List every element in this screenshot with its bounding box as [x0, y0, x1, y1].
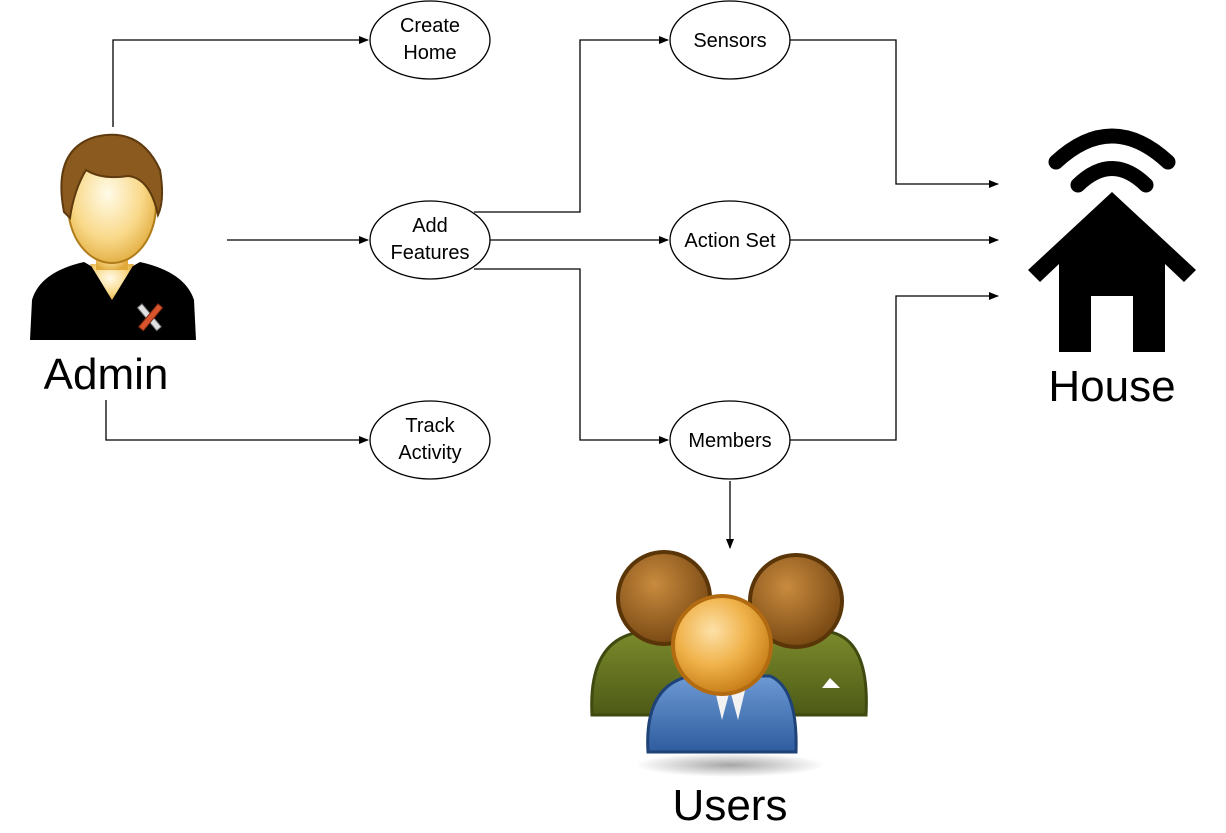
node-create-home[interactable]: Create Home: [369, 0, 491, 80]
node-track-activity[interactable]: Track Activity: [369, 400, 491, 480]
admin-label: Admin: [44, 350, 169, 399]
user-group-icon: [590, 550, 868, 777]
users-label: Users: [673, 781, 788, 830]
node-add-features[interactable]: Add Features: [369, 200, 491, 280]
node-members-label: Members: [688, 430, 771, 452]
admin-person-icon: [30, 133, 196, 340]
edge-admin-track-activity: [105, 400, 369, 444]
node-track-activity-line2: Activity: [398, 442, 461, 464]
edge-add-features-sensors: [474, 36, 669, 213]
node-create-home-line2: Home: [403, 42, 456, 64]
node-action-set[interactable]: Action Set: [669, 200, 791, 280]
node-create-home-line1: Create: [400, 15, 460, 37]
edge-members-house: [790, 292, 999, 441]
house-label: House: [1048, 362, 1175, 411]
edge-sensors-house: [790, 39, 999, 188]
edges: [105, 36, 999, 549]
node-track-activity-line1: Track: [405, 415, 455, 437]
node-members[interactable]: Members: [669, 400, 791, 480]
smart-house-icon: [1028, 128, 1196, 352]
node-sensors[interactable]: Sensors: [669, 0, 791, 80]
edge-add-features-members: [474, 268, 669, 444]
node-add-features-line1: Add: [412, 215, 448, 237]
node-add-features-line2: Features: [391, 242, 470, 264]
node-action-set-label: Action Set: [684, 230, 776, 252]
node-sensors-label: Sensors: [693, 30, 766, 52]
edge-admin-create-home: [112, 36, 369, 127]
